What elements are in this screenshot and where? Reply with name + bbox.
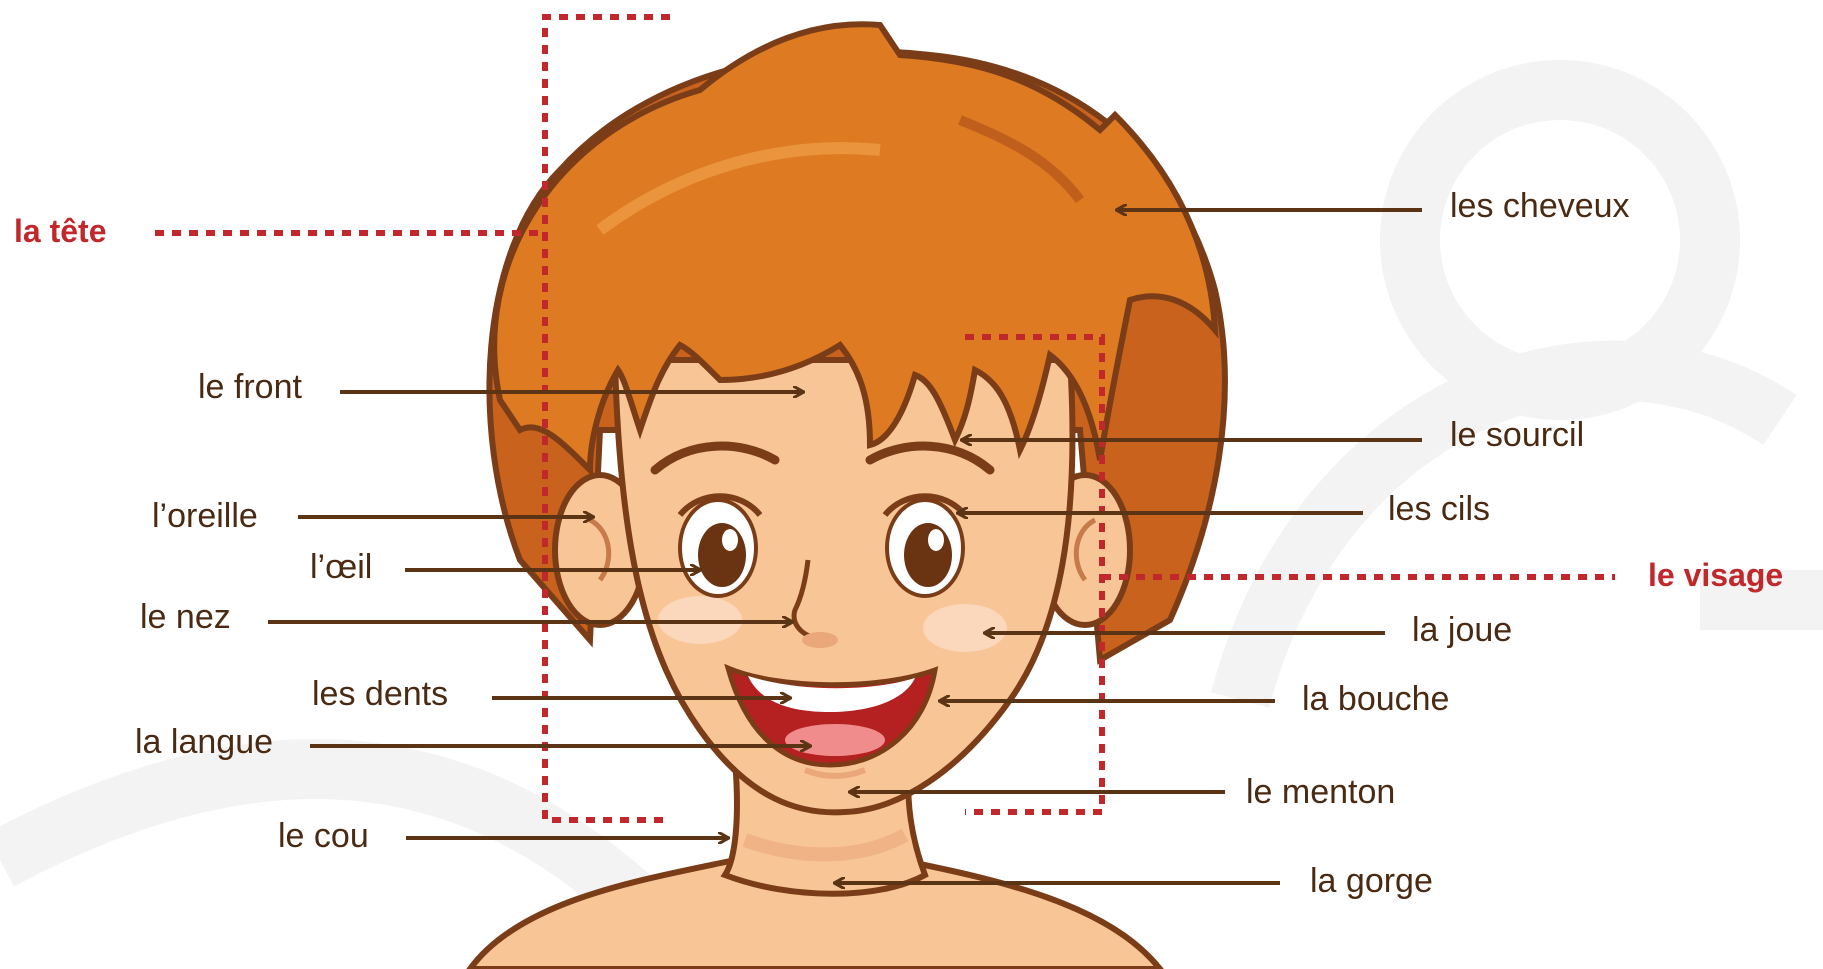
label-face: le visage — [1648, 557, 1784, 593]
eye-right — [904, 523, 952, 587]
label-tongue: la langue — [135, 723, 274, 761]
label-throat: la gorge — [1310, 862, 1433, 900]
label-head: la tête — [14, 213, 107, 249]
eyebrow-right — [865, 441, 995, 475]
label-teeth: les dents — [312, 675, 449, 713]
tongue-shape — [785, 724, 885, 756]
label-chin: le menton — [1246, 773, 1396, 811]
eyebrow-left — [650, 441, 780, 475]
label-eyebrow: le sourcil — [1450, 416, 1585, 454]
hair-front — [491, 21, 1219, 478]
label-forehead: le front — [198, 368, 302, 406]
label-neck: le cou — [278, 817, 369, 855]
label-eye: l’œil — [310, 548, 373, 586]
label-cheek: la joue — [1412, 611, 1513, 649]
eye-left — [698, 523, 746, 587]
pointer-arrows — [268, 210, 1422, 883]
label-eyelashes: les cils — [1388, 490, 1491, 528]
label-hair: les cheveux — [1450, 187, 1630, 225]
label-nose: le nez — [140, 598, 231, 636]
head-bracket — [542, 14, 670, 823]
label-mouth: la bouche — [1302, 680, 1450, 718]
label-ear: l’oreille — [152, 497, 258, 535]
